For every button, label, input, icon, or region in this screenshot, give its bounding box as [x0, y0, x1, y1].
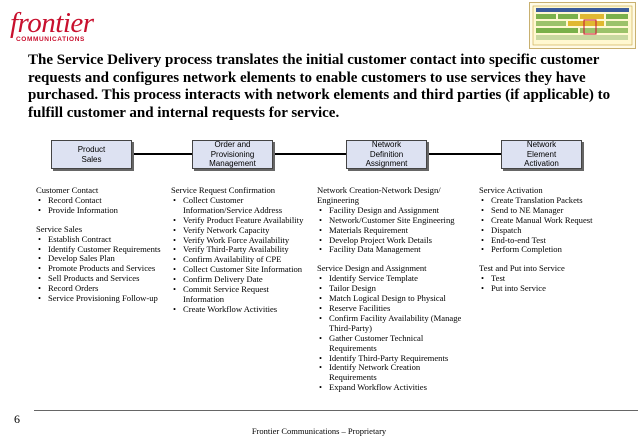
logo-subtitle: COMMUNICATIONS: [16, 36, 85, 43]
bullet-list: Create Translation Packets Send to NE Ma…: [479, 195, 629, 256]
bullet-list: Test Put into Service: [479, 273, 629, 294]
list-item: End-to-end Test: [479, 235, 629, 246]
section-heading: Customer Contact: [36, 185, 99, 195]
list-item: Identify Customer Requirements: [36, 244, 176, 255]
list-item: Create Translation Packets: [479, 195, 629, 206]
section-heading: Test and Put into Service: [479, 263, 565, 274]
list-item: Tailor Design: [317, 283, 465, 294]
list-item: Facility Data Management: [317, 245, 465, 256]
list-item: Reserve Facilities: [317, 303, 465, 314]
bullet-list: Establish Contract Identify Customer Req…: [36, 234, 176, 304]
list-item: Provide Information: [36, 205, 176, 216]
list-item: Gather Customer Technical Requirements: [317, 333, 465, 354]
section-heading: Service Sales: [36, 223, 83, 234]
section-heading: Service Design and Assignment: [317, 263, 427, 274]
list-item: Network/Customer Site Engineering: [317, 215, 465, 226]
list-item: Confirm Availability of CPE: [171, 254, 311, 265]
list-item: Verify Network Capacity: [171, 225, 311, 236]
bullet-list: Record Contact Provide Information: [36, 195, 176, 216]
list-item: Confirm Delivery Date: [171, 274, 311, 285]
footer-text: Frontier Communications – Proprietary: [251, 426, 387, 436]
list-item: Identify Network Creation Requirements: [317, 363, 465, 383]
page-number: 6: [14, 412, 20, 426]
list-item: Send to NE Manager: [479, 205, 629, 216]
list-item: Facility Design and Assignment: [317, 205, 465, 216]
list-item: Dispatch: [479, 225, 629, 236]
list-item: Service Provisioning Follow-up: [36, 293, 176, 304]
section-heading: Service Activation: [479, 185, 543, 195]
section-heading: Service Request Confirmation: [171, 185, 276, 195]
list-item: Verify Work Force Availability: [171, 235, 311, 246]
list-item: Verify Third-Party Availability: [171, 245, 311, 256]
stage-order-provisioning: Order and Provisioning Management: [192, 140, 273, 169]
process-flow-line: [102, 153, 550, 155]
list-item: Expand Workflow Activities: [317, 382, 465, 393]
list-item: Confirm Facility Availability (Manage Th…: [317, 313, 465, 334]
list-item: Materials Requirement: [317, 225, 465, 236]
column-product-sales: Customer Contact Record Contact Provide …: [36, 185, 176, 304]
list-item: Identify Third-Party Requirements: [317, 353, 465, 364]
list-item: Record Orders: [36, 283, 176, 294]
column-network-definition: Network Creation-Network Design/ Enginee…: [317, 185, 465, 393]
list-item: Establish Contract: [36, 234, 176, 245]
list-item: Create Manual Work Request: [479, 215, 629, 226]
list-item: Sell Products and Services: [36, 273, 176, 284]
list-item: Develop Project Work Details: [317, 235, 465, 246]
list-item: Collect Customer Information/Service Add…: [171, 195, 311, 216]
list-item: Match Logical Design to Physical: [317, 293, 465, 304]
column-network-element-activation: Service Activation Create Translation Pa…: [479, 185, 629, 294]
list-item: Create Workflow Activities: [171, 304, 311, 315]
stage-product-sales: Product Sales: [51, 140, 132, 169]
list-item: Test: [479, 273, 629, 284]
list-item: Put into Service: [479, 283, 629, 294]
logo-wordmark: frontier: [10, 7, 94, 39]
list-item: Verify Product Feature Availability: [171, 215, 311, 226]
list-item: Collect Customer Site Information: [171, 264, 311, 275]
list-item: Perform Completion: [479, 245, 629, 256]
bullet-list: Facility Design and Assignment Network/C…: [317, 205, 465, 256]
bullet-list: Identify Service Template Tailor Design …: [317, 273, 465, 393]
list-item: Develop Sales Plan: [36, 254, 176, 265]
slide-title: The Service Delivery process translates …: [28, 52, 611, 121]
bullet-list: Collect Customer Information/Service Add…: [171, 195, 311, 315]
column-order-provisioning: Service Request Confirmation Collect Cus…: [171, 185, 311, 315]
slide-thumbnail-image: [529, 2, 636, 49]
frontier-logo: frontier COMMUNICATIONS: [6, 6, 124, 44]
list-item: Commit Service Request Information: [171, 284, 311, 305]
stage-network-element-activation: Network Element Activation: [501, 140, 582, 169]
stage-network-definition: Network Definition Assignment: [346, 140, 427, 169]
list-item: Record Contact: [36, 195, 176, 206]
list-item: Identify Service Template: [317, 273, 465, 284]
list-item: Promote Products and Services: [36, 263, 176, 274]
section-heading: Network Creation-Network Design/ Enginee…: [317, 185, 441, 205]
footer-divider: [34, 410, 638, 411]
